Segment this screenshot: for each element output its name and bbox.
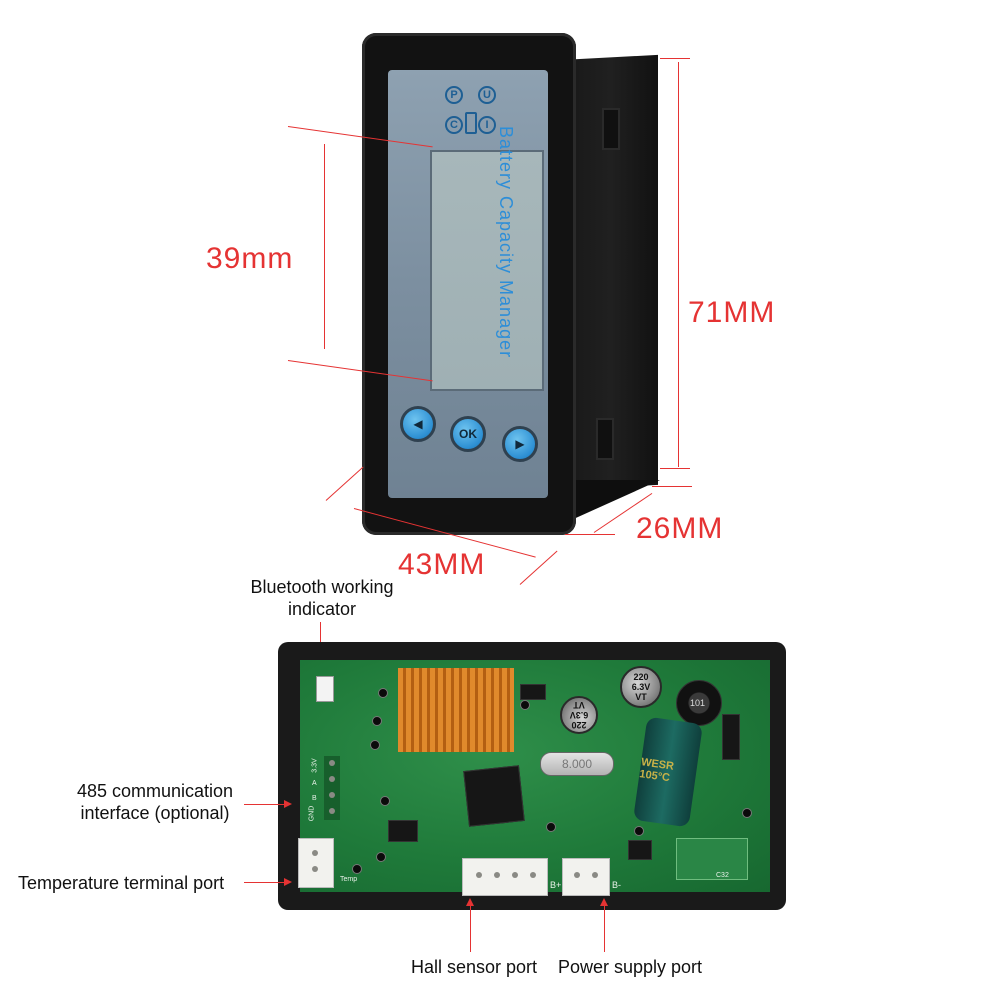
pcb-via [742,808,752,818]
hall-pin [476,872,482,878]
silk-3v3: 3.3V [311,758,319,773]
power-callout: Power supply port [557,957,703,977]
silk-b: B [312,795,317,802]
microcontroller-chip [463,765,525,827]
silk-temp: Temp [340,876,358,883]
dim-26mm-label: 26MM [636,512,724,545]
hall-pin [512,872,518,878]
rs485-pin [329,760,335,766]
pcb-via [378,688,388,698]
rs485-pointer-line [244,804,286,805]
temp-pin [312,850,318,856]
temperature-pointer-line [244,882,286,883]
housing-clip-top [602,108,620,150]
silk-c32: C32 [716,872,729,879]
temperature-callout: Temperature terminal port [18,873,225,893]
pcb-via [376,852,386,862]
dim-71-vertical [678,62,679,467]
power-arrow-icon [600,898,608,906]
pcb-via [634,826,644,836]
dim-43mm-label: 43MM [398,548,486,581]
rs485-pin [329,808,335,814]
power-supply-connector [562,858,610,896]
capacitor-center: 220 6.3V VT [560,696,598,734]
pcb-via [380,796,390,806]
hall-pin [530,872,536,878]
temp-pin [312,866,318,872]
ok-button[interactable]: OK [450,416,486,452]
chip-transistor [628,840,652,860]
silk-gnd: GND [308,805,316,822]
dim-26-bottom-tick [565,534,615,535]
hall-callout: Hall sensor port [410,957,538,977]
indicator-u-icon: U [478,86,496,104]
dim-43-left-tick [325,466,364,501]
right-arrow-button[interactable]: ▶ [502,426,538,462]
capacitor-top-right: 220 6.3V VT [620,666,662,708]
pcb-via [352,864,362,874]
temperature-connector [298,838,334,888]
left-arrow-button[interactable]: ◀ [400,406,436,442]
chip-small-top [520,684,546,700]
silk-a: A [312,780,317,787]
dim-71-bottom-tick [660,468,690,469]
rs485-header [324,756,340,820]
hall-pin [494,872,500,878]
bluetooth-callout: Bluetooth working indicator [250,577,394,619]
hall-arrow-icon [466,898,474,906]
crystal-oscillator: 8.000 [540,752,614,776]
flex-ribbon-cable [398,668,514,752]
faceplate-title: Battery Capacity Manager [496,126,516,359]
hall-pointer-line [470,906,471,952]
power-pointer-line [604,906,605,952]
dim-39-vertical [324,144,325,349]
dim-71-top-tick [660,58,690,59]
temperature-arrow-icon [284,878,292,886]
rs485-pin [329,776,335,782]
silk-b-minus: B- [612,880,621,890]
bluetooth-led [316,676,334,702]
chip-diode-right [722,714,740,760]
indicator-c-icon: C [445,116,463,134]
pcb-via [370,740,380,750]
power-pin [574,872,580,878]
chip-small-u5 [388,820,418,842]
dim-39mm-label: 39mm [206,242,294,275]
dim-43-right-tick [519,550,558,585]
pcb-via [520,700,530,710]
rs485-pin [329,792,335,798]
indicator-i-icon: I [478,116,496,134]
battery-indicator-icon [465,112,477,134]
inductor-label: 101 [690,698,706,708]
rs485-callout: 485 communication interface (optional) [76,781,234,823]
dim-26-top-tick [652,486,692,487]
copper-pad [676,838,748,880]
indicator-p-icon: P [445,86,463,104]
lcd-screen [430,150,544,391]
power-pin [592,872,598,878]
pcb-via [546,822,556,832]
dim-71mm-label: 71MM [688,296,776,329]
housing-clip-bottom [596,418,614,460]
pcb-via [372,716,382,726]
rs485-arrow-icon [284,800,292,808]
silk-b-plus: B+ [550,880,562,890]
